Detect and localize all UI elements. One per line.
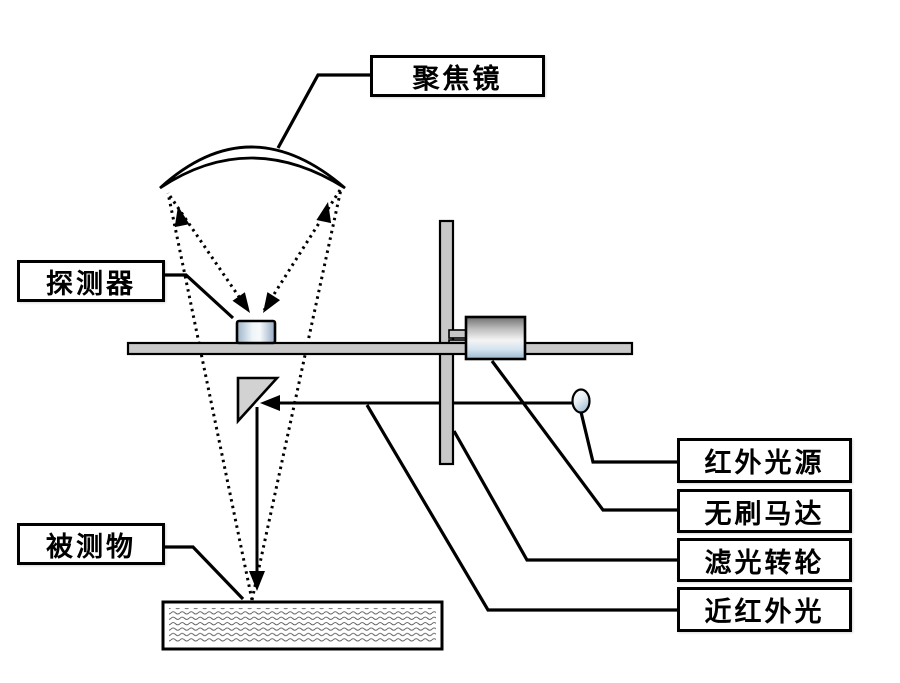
label-filter-wheel-text: 滤光转轮 — [704, 547, 825, 578]
arrowhead-to-prism-icon — [260, 395, 280, 411]
sample-slab — [161, 600, 444, 651]
label-focusing-mirror-text: 聚焦镜 — [412, 63, 503, 94]
ir-lamp-component — [571, 388, 591, 414]
label-brushless-motor: 无刷马达 — [677, 489, 852, 533]
label-nir-light-text: 近红外光 — [704, 597, 825, 627]
brushless-motor-component — [464, 315, 527, 361]
light-ray-group — [166, 188, 343, 601]
callout-filter-wheel — [452, 430, 677, 562]
focusing-mirror-shape — [159, 145, 346, 190]
callout-brushless-motor — [490, 360, 677, 512]
label-ir-source: 红外光源 — [677, 438, 852, 483]
callout-focusing-mirror — [276, 73, 370, 149]
label-brushless-motor-text: 无刷马达 — [704, 498, 825, 529]
prism-component — [236, 376, 280, 425]
label-detector: 探测器 — [17, 260, 165, 302]
optical-bench-bar — [126, 341, 634, 356]
ray-sample-to-mirror-right — [250, 188, 343, 601]
callout-lines — [165, 73, 677, 612]
sample-hatch-texture — [169, 608, 436, 643]
callout-sample — [165, 545, 245, 601]
label-ir-source-text: 红外光源 — [704, 448, 825, 478]
ray-mirror-left-to-detector — [168, 195, 250, 311]
label-focusing-mirror: 聚焦镜 — [370, 55, 545, 97]
callout-nir-light — [365, 404, 677, 612]
arrowhead-to-detector-left-icon — [232, 292, 250, 313]
label-sample-text: 被测物 — [46, 531, 136, 562]
label-detector-text: 探测器 — [46, 268, 136, 299]
arrowhead-to-sample-icon — [249, 571, 265, 591]
label-filter-wheel: 滤光转轮 — [677, 538, 852, 582]
arrowhead-up-right-icon — [316, 202, 332, 224]
label-nir-light: 近红外光 — [677, 587, 852, 632]
callout-detector — [165, 273, 235, 320]
callout-ir-source — [579, 411, 677, 464]
arrowhead-up-left-icon — [174, 206, 190, 228]
label-sample: 被测物 — [17, 523, 165, 565]
arrowhead-to-detector-right-icon — [263, 292, 281, 313]
beam-arrowheads — [249, 395, 280, 591]
detector-component — [235, 319, 277, 345]
ray-sample-to-mirror-left — [166, 192, 254, 601]
ray-arrowheads — [174, 202, 332, 313]
